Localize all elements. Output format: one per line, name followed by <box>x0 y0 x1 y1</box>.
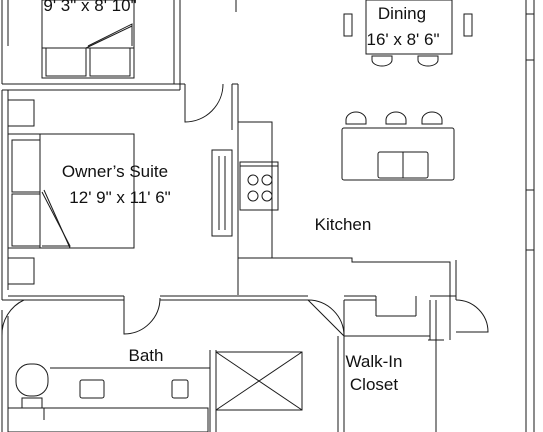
walk-in-closet-label-line1: Walk-In <box>345 352 403 371</box>
bedroom2-bed <box>41 0 135 79</box>
kitchen-island <box>341 111 455 181</box>
owners-suite-furniture <box>7 99 233 285</box>
owners-suite-label: Owner’s Suite <box>61 162 169 181</box>
nightstand-top <box>7 99 35 127</box>
vanity-sink-right <box>171 379 189 399</box>
dresser <box>211 149 233 237</box>
dining-dims: 16' x 8' 6" <box>366 30 440 49</box>
nightstand-bottom <box>7 257 35 285</box>
kitchen-counter <box>238 121 451 264</box>
owners-bed <box>7 133 135 249</box>
bath-label: Bath <box>128 346 164 365</box>
owners-suite-dims: 12' 9" x 11' 6" <box>69 188 171 207</box>
stove <box>239 161 279 211</box>
kitchen-label: Kitchen <box>314 215 372 234</box>
door-swings <box>1 83 489 341</box>
bedroom2-dims: 9' 3" x 8' 10" <box>43 0 137 15</box>
walk-in-closet-label-line2: Closet <box>349 375 399 394</box>
toilet <box>15 363 49 397</box>
vanity-sink-left <box>79 379 105 399</box>
dining-label: Dining <box>377 4 427 23</box>
bath-fixtures <box>7 363 210 432</box>
shower <box>215 351 303 411</box>
dining-table <box>343 0 473 67</box>
